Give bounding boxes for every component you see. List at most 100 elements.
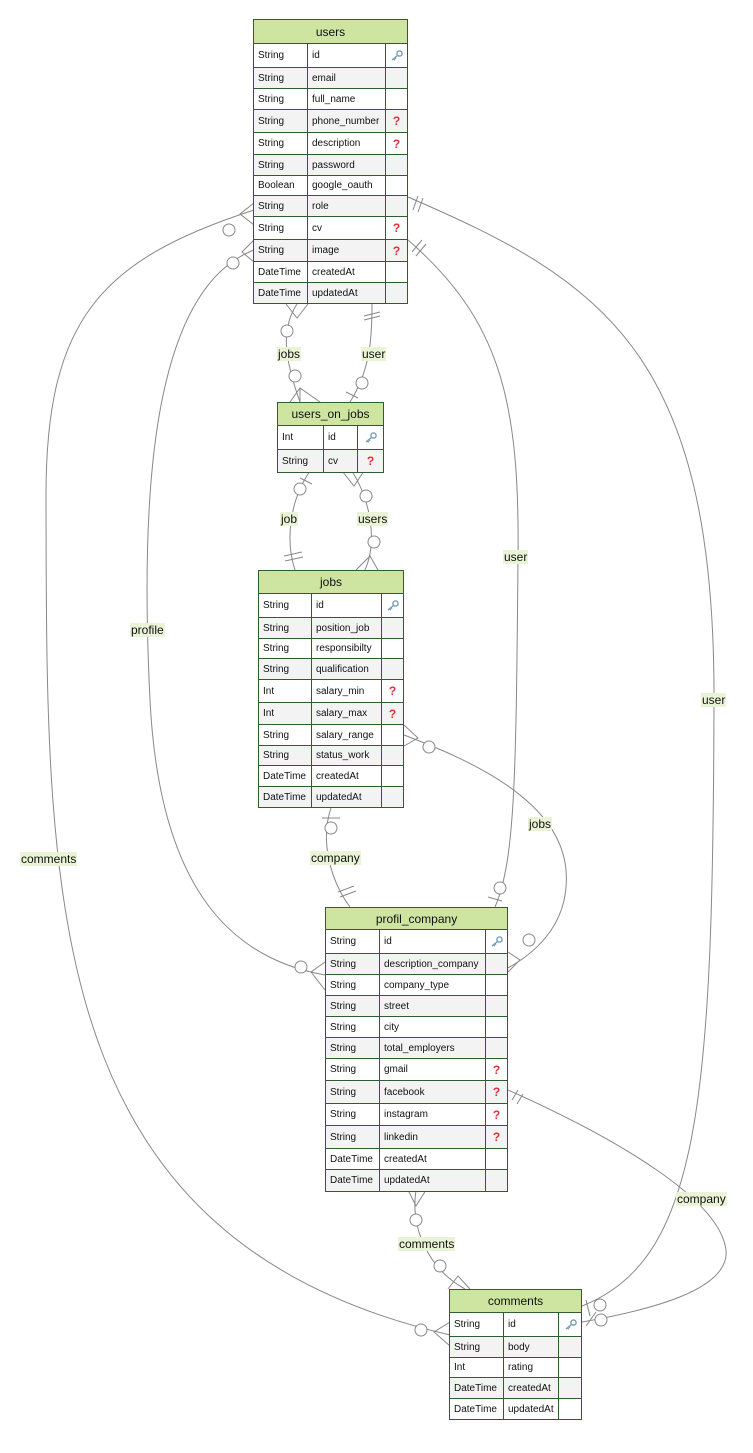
relationship-label-company-jobs[interactable]: jobs [528,817,553,831]
edge-marker-circle [293,482,307,496]
relationship-label-users-profile[interactable]: profile [130,623,165,637]
relationship-label-users-comments[interactable]: comments [20,852,78,866]
attribute-name: updatedAt [380,1170,486,1191]
edge-marker-circle [522,933,536,947]
attribute-name: google_oauth [308,176,386,195]
attribute-type: String [254,44,308,67]
attribute-type: String [450,1337,504,1357]
relationship-label-users-jobs[interactable]: jobs [277,347,302,361]
attribute-marker [386,262,407,282]
attribute-type: String [254,217,308,239]
relationship-label-profile-user[interactable]: user [503,550,529,564]
relationship-label-company-comments[interactable]: comments [398,1237,456,1251]
attribute-type: DateTime [259,787,312,807]
edge-company-jobs [403,734,567,969]
relationship-label-users-user[interactable]: user [361,347,387,361]
attribute-name: salary_min [312,680,382,702]
attribute-type: String [326,954,380,974]
attribute-name: createdAt [380,1149,486,1169]
attribute-name: cv [324,450,358,472]
attribute-type: DateTime [259,766,312,786]
relationship-label-comments-company[interactable]: company [676,1192,727,1206]
question-icon: ? [392,136,401,151]
relationship-label-uoj-job[interactable]: job [280,512,299,526]
edge-marker-circle [288,369,302,383]
attribute-marker: ? [386,240,407,261]
edge-marker-circle [422,740,436,754]
edge-marker-circle [493,881,507,895]
edge-users-profile [146,249,326,976]
relationship-label-uoj-users[interactable]: users [357,512,389,526]
edge-marker-bar [283,551,304,562]
attribute-marker: ? [486,1059,507,1080]
attribute-type: DateTime [450,1378,504,1398]
question-icon: ? [388,684,397,698]
relationship-label-jobs-company[interactable]: company [310,851,361,865]
attribute-name: id [324,426,358,449]
attribute-type: DateTime [254,262,308,282]
attribute-type: DateTime [254,283,308,303]
attribute-marker [486,1149,507,1169]
attribute-name: createdAt [504,1378,559,1398]
attribute-type: Int [259,680,312,702]
attribute-marker [486,975,507,995]
attribute-marker: ? [486,1126,507,1148]
edge-marker-bar [411,239,427,257]
edge-marker-circle [367,535,381,549]
attribute-type: String [259,746,312,765]
attribute-type: String [254,155,308,175]
key-icon [491,936,503,947]
edge-marker-bar [487,896,503,902]
edge-marker-bar [412,195,424,213]
relationship-label-comments-user[interactable]: user [701,693,727,707]
edge-marker-crowfoot [341,470,365,487]
attribute-name: instagram [380,1104,486,1125]
